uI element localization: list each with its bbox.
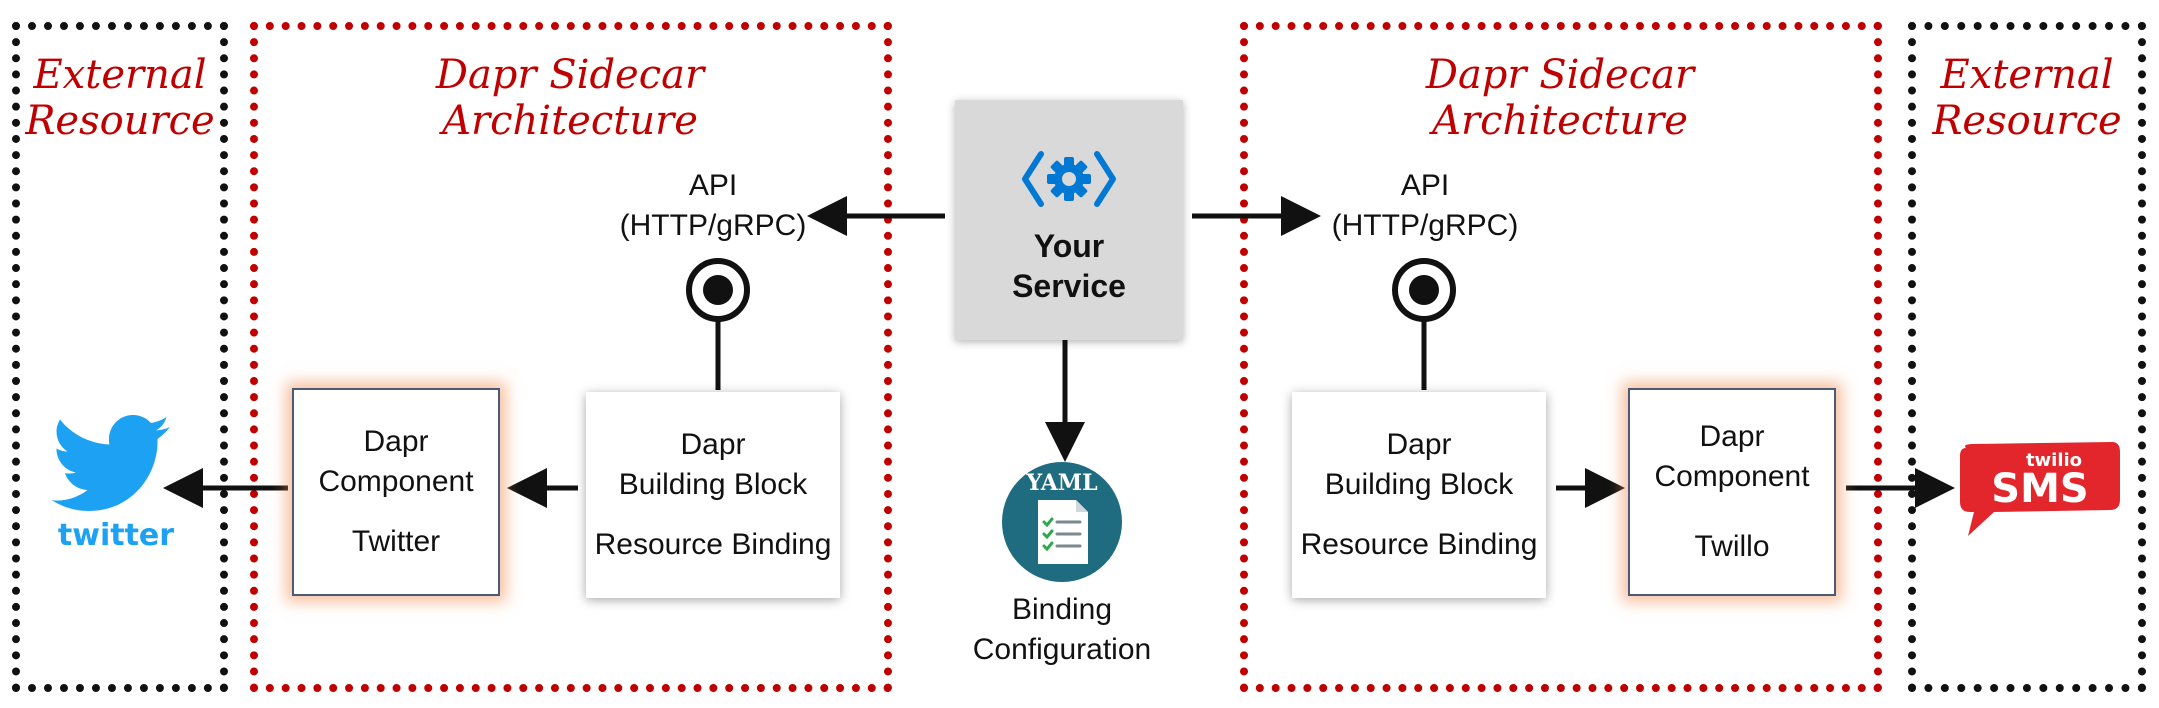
left-external-frame [12,22,228,692]
twitter-bird-icon [52,415,170,511]
left-component-line3: Twitter [351,525,441,558]
yaml-file-icon: YAML [1002,462,1122,582]
left-sidecar-frame [250,22,892,692]
right-component-line2: Component [1654,460,1810,493]
right-dapr-component: Dapr Component Twillo [1628,388,1836,596]
right-block-line2: Building Block [1324,468,1514,501]
right-api-label: API (HTTP/gRPC) [1331,169,1519,242]
left-api-label: API (HTTP/gRPC) [619,169,807,242]
twitter-logo-text: twitter [57,518,175,553]
twilio-sms-logo: twilio SMS [1960,442,2120,536]
right-external-frame [1908,22,2146,692]
left-component-line1: Dapr [363,425,429,458]
right-building-block: Dapr Building Block Resource Binding [1292,392,1546,598]
left-building-block: Dapr Building Block Resource Binding [586,392,840,598]
left-block-line1: Dapr [680,428,746,461]
sms-text: SMS [1991,466,2088,512]
your-service-box: Your Service [955,100,1183,340]
right-block-line1: Dapr [1386,428,1452,461]
right-sidecar-frame [1240,22,1882,692]
api-gear-icon [1022,151,1116,207]
left-api-dot [703,275,733,305]
left-external-title: External Resource [25,52,215,144]
left-dapr-component: Dapr Component Twitter [292,388,500,596]
service-name: Your Service [1012,228,1126,304]
right-external-title: External Resource [1932,52,2122,144]
twilio-small-text: twilio [2026,450,2082,471]
right-block-line3: Resource Binding [1300,528,1538,561]
right-component-line1: Dapr [1699,420,1765,453]
left-block-line2: Building Block [618,468,808,501]
yaml-text: YAML [1025,470,1097,496]
right-sidecar-title: Dapr Sidecar Architecture [1425,52,1695,144]
right-component-line3: Twillo [1694,530,1770,563]
left-block-line3: Resource Binding [594,528,832,561]
right-api-dot [1409,275,1439,305]
left-sidecar-title: Dapr Sidecar Architecture [435,52,705,144]
left-component-line2: Component [318,465,474,498]
binding-configuration-label: Binding Configuration [972,593,1152,666]
